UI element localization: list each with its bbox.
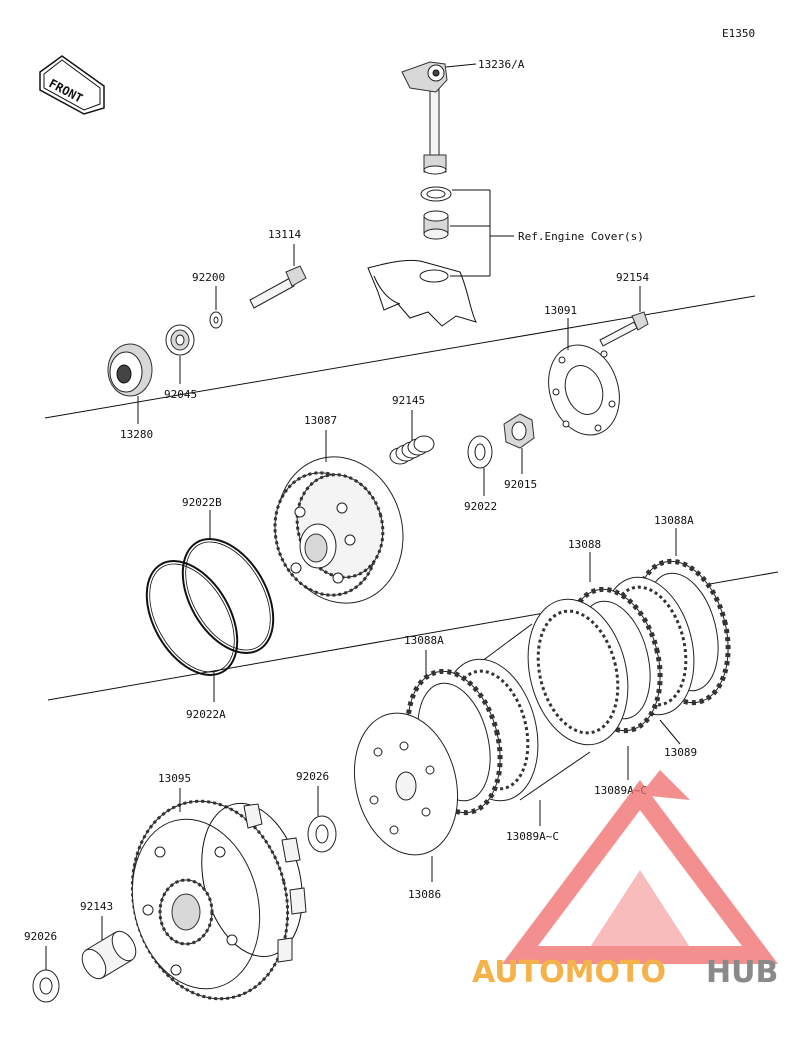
clutch-housing-13095 (130, 799, 307, 1001)
label-13087: 13087 (304, 414, 337, 427)
washer-92026-left (32, 969, 60, 1003)
ball-bearing-92045 (165, 324, 195, 356)
label-92022b: 92022B (182, 496, 222, 509)
engine-cover-fragment (367, 259, 477, 327)
watermark-text-a: AUTOMOTO (472, 955, 666, 990)
ref-bracket (450, 189, 514, 277)
watermark-text-b: HUB (706, 955, 778, 990)
ref-engine-cover-label: Ref.Engine Cover(s) (518, 230, 644, 243)
label-92026-left: 92026 (24, 930, 57, 943)
label-92026-mid: 92026 (296, 770, 329, 783)
release-lever (401, 61, 448, 175)
label-13088a-right: 13088A (654, 514, 694, 527)
wire-ring-92022a (145, 560, 239, 676)
label-13089ac-left: 13089A~C (506, 830, 559, 843)
watermark-logo (502, 770, 778, 964)
pressure-cap-13280 (107, 343, 153, 397)
bolt-92154 (599, 311, 649, 347)
steel-plate-13089ac-right (527, 598, 629, 746)
label-13114: 13114 (268, 228, 301, 241)
clutch-hub-13087 (273, 456, 404, 604)
label-92015: 92015 (504, 478, 537, 491)
washer-92026-mid (307, 815, 337, 853)
label-92022: 92022 (464, 500, 497, 513)
label-92143: 92143 (80, 900, 113, 913)
diagram-code: E1350 (722, 27, 755, 40)
nut-92015 (503, 413, 535, 449)
washer-92022 (467, 435, 493, 469)
wire-ring-92022b (181, 538, 275, 654)
label-92022a: 92022A (186, 708, 226, 721)
label-92200: 92200 (192, 271, 225, 284)
label-13091: 13091 (544, 304, 577, 317)
pressure-plate-13091 (548, 344, 620, 436)
label-13086: 13086 (408, 888, 441, 901)
pushrod-pin (249, 265, 307, 309)
label-13089: 13089 (664, 746, 697, 759)
plate-13086 (353, 712, 459, 856)
needle-bearing (423, 210, 449, 240)
label-13088a-left: 13088A (404, 634, 444, 647)
label-13088: 13088 (568, 538, 601, 551)
label-92045: 92045 (164, 388, 197, 401)
front-arrow-icon: FRONT (39, 55, 105, 115)
spring-92145 (389, 435, 435, 465)
label-92145: 92145 (392, 394, 425, 407)
label-13095: 13095 (158, 772, 191, 785)
label-13236a: 13236/A (478, 58, 525, 71)
label-92154: 92154 (616, 271, 649, 284)
sleeve-92143 (81, 930, 137, 980)
label-13280: 13280 (120, 428, 153, 441)
